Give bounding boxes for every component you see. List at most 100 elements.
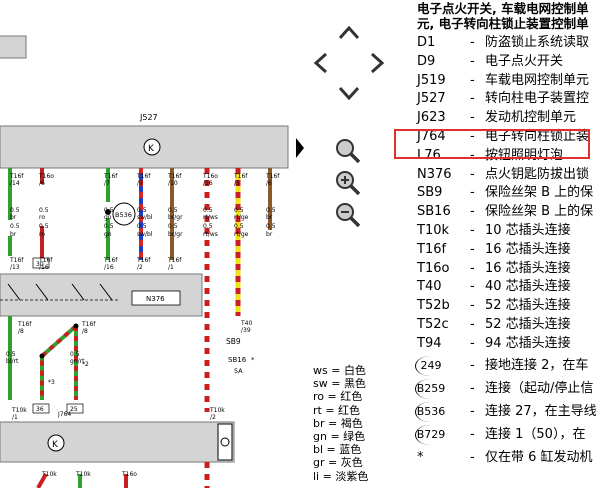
connection-circle-icon: 249 [415, 355, 446, 376]
wire-gauge: 0.5 [137, 223, 147, 230]
connector-pin: /9 [137, 180, 143, 187]
legend-dash: - [470, 110, 475, 126]
connector-name: T16f [167, 173, 182, 180]
legend-desc: 车载电网控制单元 [485, 72, 590, 88]
legend-entry: T16o -16 芯插头连接 [415, 260, 601, 278]
connector-pin: /16 [39, 264, 49, 271]
legend-entry: J764-电子转向柱锁止装 [415, 128, 601, 146]
n376-label: N376 [146, 295, 165, 303]
legend-connection-entry: 249-接地连接 2，在车 [415, 355, 601, 376]
connection-circle-icon: B729 [415, 424, 446, 445]
legend-desc: 16 芯插头连接 [485, 241, 571, 257]
legend-desc: 发动机控制单元 [485, 110, 577, 126]
legend-footnote: *-仅在带 6 缸发动机 [415, 449, 601, 467]
legend-dash: - [470, 260, 475, 276]
legend-desc: 按钮照明灯泡 [485, 147, 564, 163]
j527-label: J527 [139, 113, 158, 122]
pan-right-button[interactable] [364, 50, 390, 76]
legend-dash: - [470, 426, 475, 442]
wire-color: br/gr [168, 214, 183, 221]
wire-gauge: 0.5 [10, 207, 20, 214]
wire-color: br [10, 214, 17, 221]
legend-desc: 连接 1（50），在 [485, 426, 586, 442]
ground-symbol-k: K [148, 144, 155, 154]
wire-gauge: 0.5 [168, 223, 178, 230]
wire-color: sw/bl [137, 231, 153, 238]
legend-entry: D9 -电子点火开关 [415, 53, 601, 71]
wire-color: br/gr [168, 231, 183, 238]
collapse-arrow-icon[interactable] [296, 138, 304, 158]
legend-dash: - [470, 380, 475, 396]
legend-code: D1 [417, 35, 436, 50]
wire-color-entry: bl = 蓝色 [313, 443, 362, 457]
legend-code: L76 [417, 147, 441, 163]
wire-color: br [10, 231, 17, 238]
legend-dash: - [470, 241, 475, 257]
connector-pin: /8 [82, 328, 88, 335]
legend-code: SB16 [417, 204, 451, 220]
wire-color: rt/ge [234, 214, 249, 221]
zoom-out-button[interactable] [332, 200, 362, 230]
b536-label: B536 [115, 211, 132, 219]
sub-5a: 5A [234, 367, 243, 375]
legend-desc: 保险丝架 B 上的保 [485, 185, 594, 201]
wire-color: ro [39, 214, 45, 221]
t40-pin: /39 [241, 327, 251, 334]
legend-dash: - [470, 204, 475, 220]
connector-labels: T16f/140.5br0.5brT16o/60.5ro0.5roT16f/70… [6, 173, 280, 478]
zoom-in-button[interactable] [332, 168, 362, 198]
star2-mark: *2 [82, 361, 89, 368]
connector-name: T16f [17, 321, 32, 328]
legend-dash: - [470, 298, 475, 314]
connector-name: T16f [9, 257, 24, 264]
wire-color: gn/rt [70, 358, 85, 365]
legend-code: N376 [417, 166, 452, 182]
legend-desc: 电子点火开关 [485, 53, 564, 69]
legend-dash: - [470, 147, 475, 163]
legend-dash: - [470, 91, 475, 107]
legend-entry: L76 -按钮照明灯泡 [415, 147, 601, 165]
box-c-text: 25 [70, 406, 78, 413]
legend-code: J764 [417, 129, 446, 144]
legend-connection-entry: B729 -连接 1（50），在 [415, 424, 601, 445]
connector-name: T10k [75, 471, 91, 478]
legend-desc: 保险丝架 B 上的保 [485, 204, 594, 220]
sb9-label: SB9 [226, 337, 241, 346]
wire-color: rt/ge [234, 231, 249, 238]
wires [0, 168, 272, 488]
chevron-right-icon [370, 52, 385, 74]
wire-gauge: 0.5 [234, 223, 244, 230]
wire-color: rt/ws [203, 231, 218, 238]
legend-entry: J519-车载电网控制单元 [415, 72, 601, 90]
wire-color: sw/bl [137, 214, 153, 221]
connector-pin: /16 [203, 180, 213, 187]
pan-down-button[interactable] [336, 80, 362, 106]
connector-name: T16o [202, 173, 218, 180]
n376-box [131, 290, 181, 306]
legend-desc: 40 芯插头连接 [485, 279, 571, 295]
legend-dash: - [470, 53, 475, 69]
wire-gauge: 0.5 [234, 207, 244, 214]
star3-mark: *3 [48, 379, 55, 386]
legend-desc: 防盗锁止系统读取 [485, 35, 590, 50]
legend-code: T16o [417, 260, 450, 276]
wiring-diagram[interactable]: J527 K N376 K [0, 0, 300, 488]
wire-gauge: 0.5 [266, 207, 276, 214]
connector-pin: /1 [168, 264, 174, 271]
highlight-j764 [394, 129, 590, 159]
legend-desc: 电子转向柱锁止装 [485, 129, 590, 144]
connector-pin: /13 [10, 264, 20, 271]
legend-desc: 16 芯插头连接 [485, 260, 571, 276]
legend-entry: D1-防盗锁止系统读取 [415, 34, 601, 52]
legend-title-line2: 元, 电子转向柱锁止装置控制单 [417, 16, 589, 31]
pan-left-button[interactable] [308, 50, 334, 76]
legend-code: J519 [417, 72, 446, 88]
connector-pin: /8 [18, 328, 24, 335]
legend-code: T52c [417, 317, 449, 332]
chevron-up-icon [337, 23, 361, 41]
legend-code: T40 [417, 279, 442, 295]
pan-up-button[interactable] [336, 20, 362, 46]
zoom-fit-button[interactable] [332, 136, 362, 166]
wire-color-entry: ws = 白色 [313, 364, 366, 377]
legend-code: D9 [417, 53, 436, 69]
